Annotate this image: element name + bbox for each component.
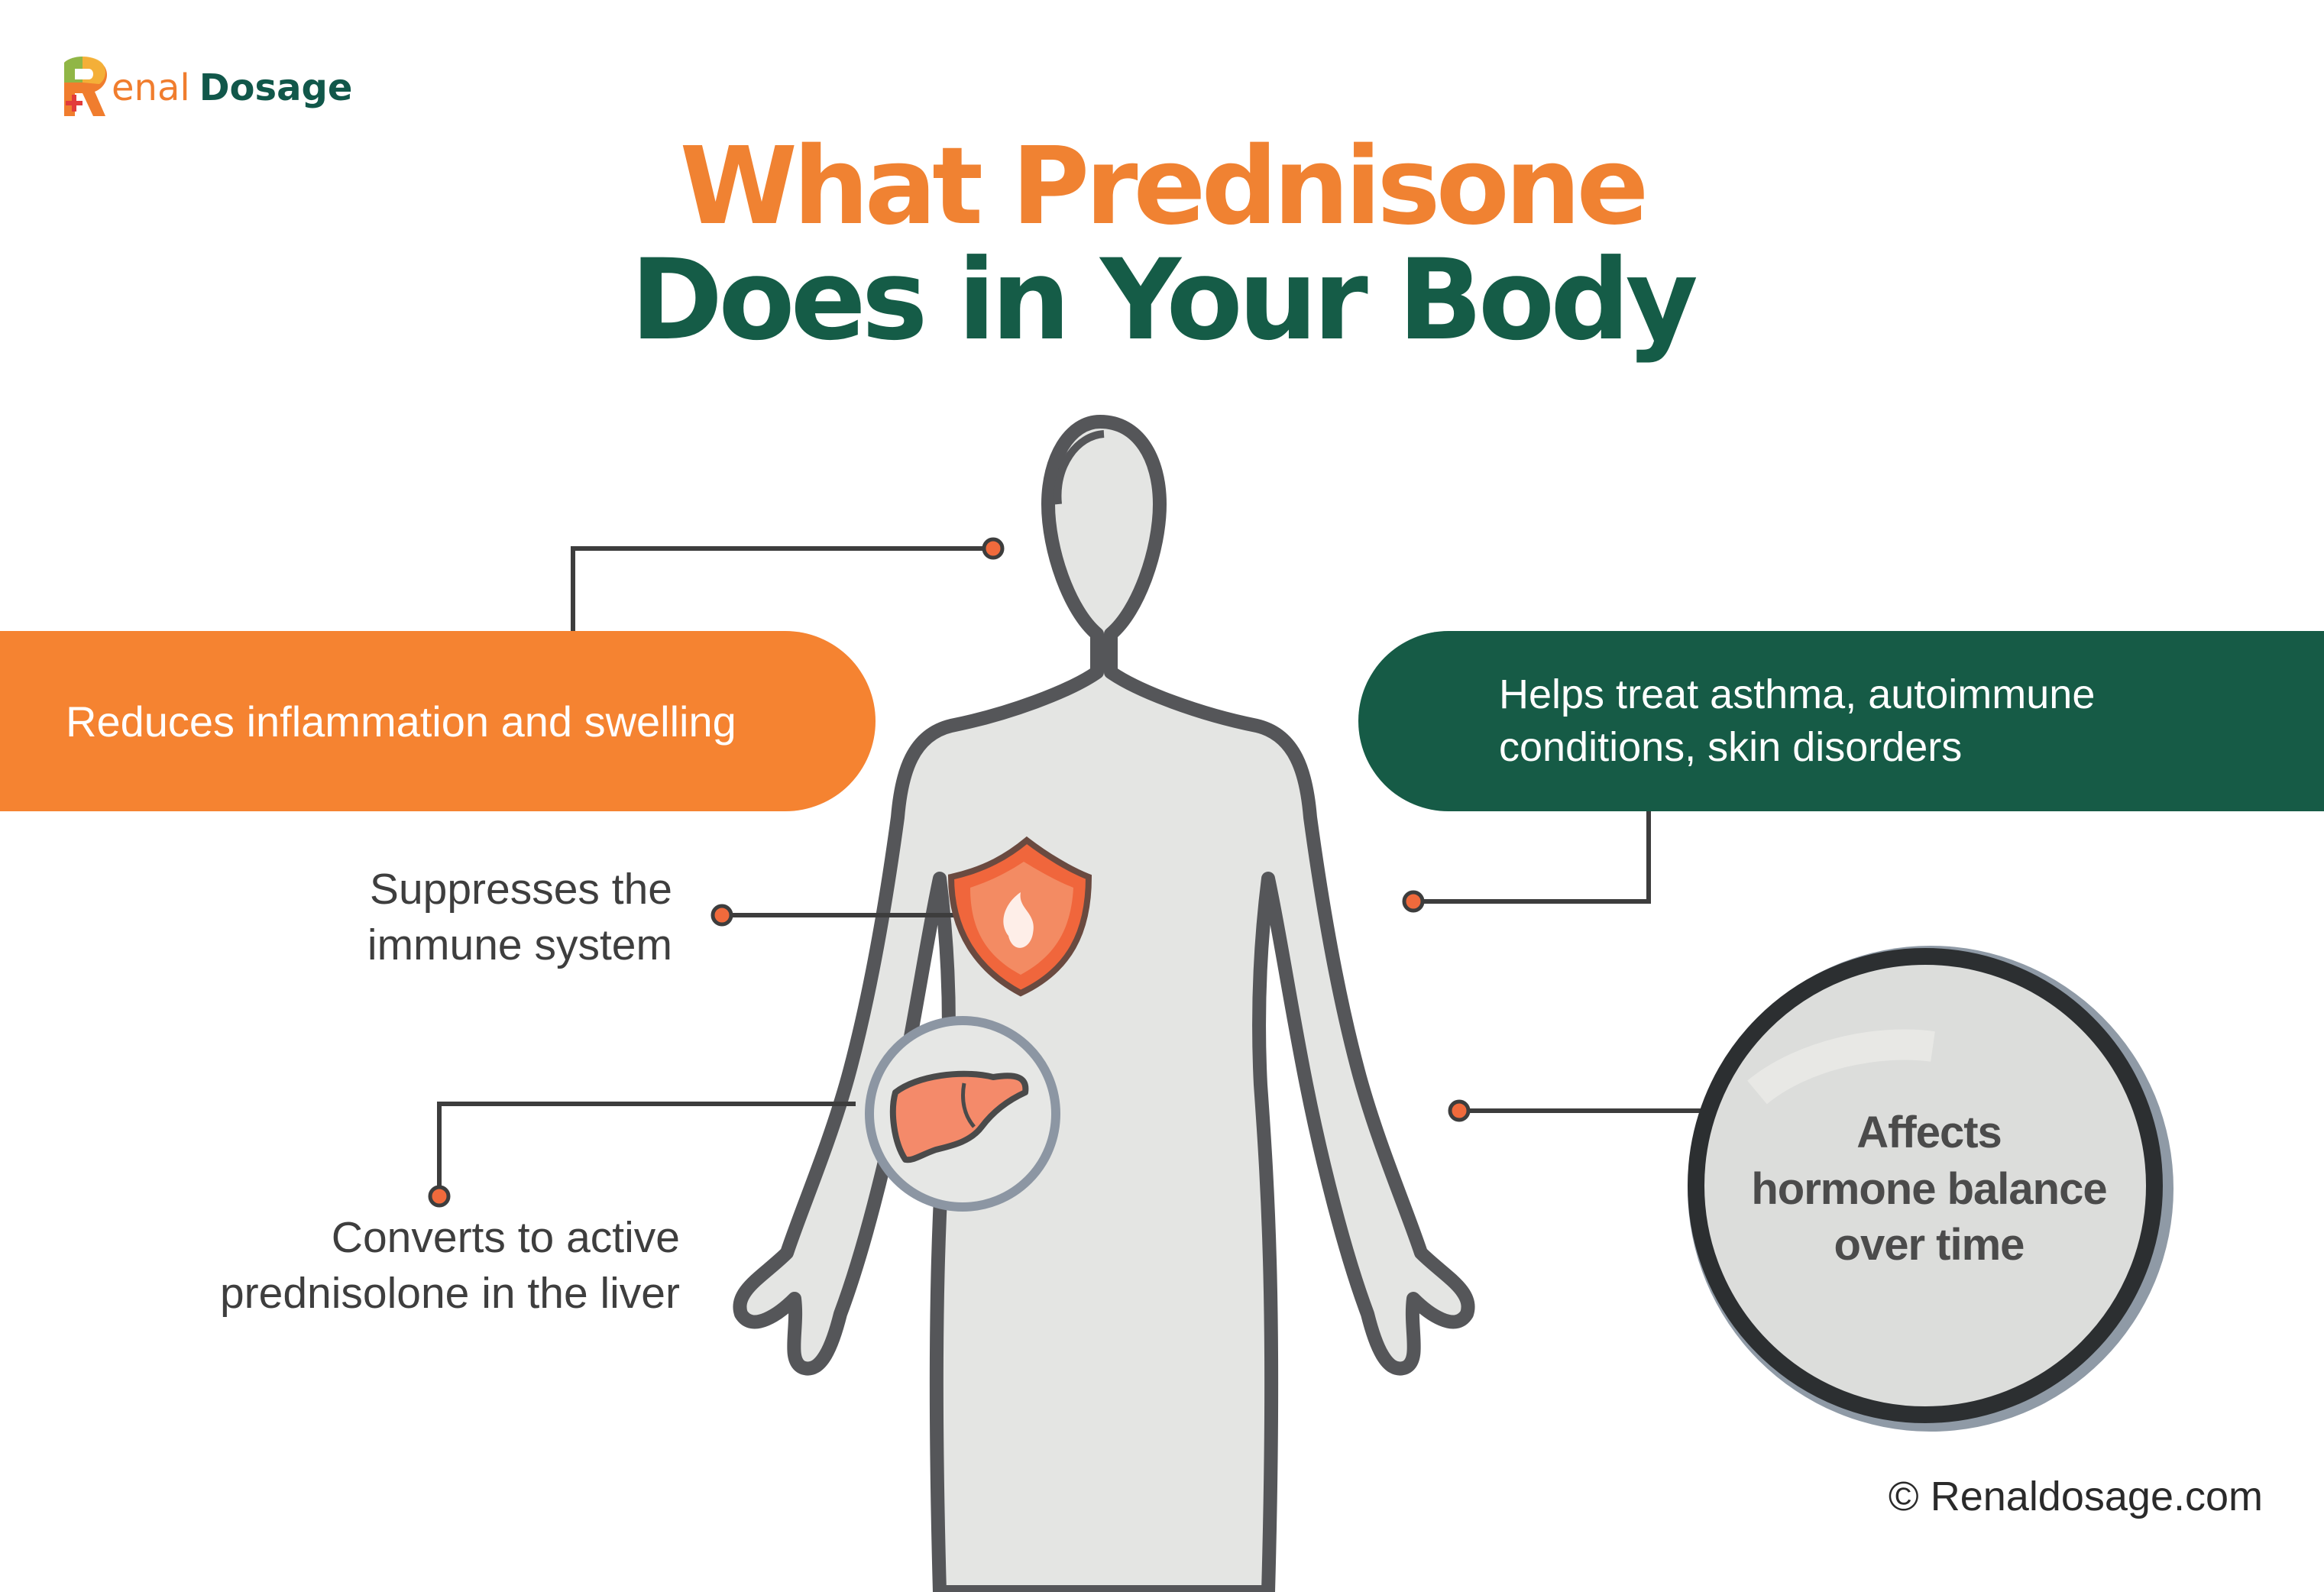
connector-hormone — [1448, 1099, 1704, 1122]
copyright-footer: © Renaldosage.com — [1889, 1473, 2263, 1520]
connector-liver — [428, 1102, 856, 1208]
callout-immune-line2: immune system — [367, 920, 672, 969]
callout-conditions: Helps treat asthma, autoimmune condition… — [1358, 631, 2324, 811]
shield-icon — [947, 836, 1092, 997]
callout-liver-line1: Converts to active — [331, 1213, 680, 1262]
callout-immune: Suppresses the immune system — [290, 862, 672, 973]
callout-hormone-line2: hormone balance — [1751, 1163, 2107, 1214]
connector-conditions — [1402, 811, 1651, 913]
footer-site: Renaldosage.com — [1930, 1474, 2263, 1519]
brand-name-part1: enal — [112, 66, 190, 109]
callout-immune-line1: Suppresses the — [369, 865, 672, 914]
copyright-icon: © — [1888, 1474, 1919, 1519]
connector-inflammation — [571, 537, 1005, 631]
callout-liver: Converts to active prednisolone in the l… — [115, 1210, 680, 1322]
logo-mark-icon — [57, 52, 110, 118]
page-title-line1: What Prednisone — [679, 125, 1649, 249]
callout-inflammation: Reduces inflammation and swelling — [0, 631, 876, 811]
hormone-circle — [1688, 946, 2173, 1432]
callout-liver-line2: prednisolone in the liver — [219, 1268, 680, 1318]
liver-icon — [889, 1070, 1029, 1163]
page-title-line2: Does in Your Body — [630, 235, 1698, 365]
connector-immune — [710, 904, 970, 927]
callout-inflammation-text: Reduces inflammation and swelling — [66, 697, 736, 746]
brand-name-part2: Dosage — [199, 66, 353, 109]
callout-hormone-line3: over time — [1834, 1220, 2025, 1270]
callout-hormone-line1: Affects — [1856, 1108, 2002, 1157]
callout-hormone: Affects hormone balance over time — [1692, 1105, 2166, 1273]
callout-conditions-text: Helps treat asthma, autoimmune condition… — [1499, 671, 2096, 770]
human-body-icon — [733, 415, 1475, 1592]
